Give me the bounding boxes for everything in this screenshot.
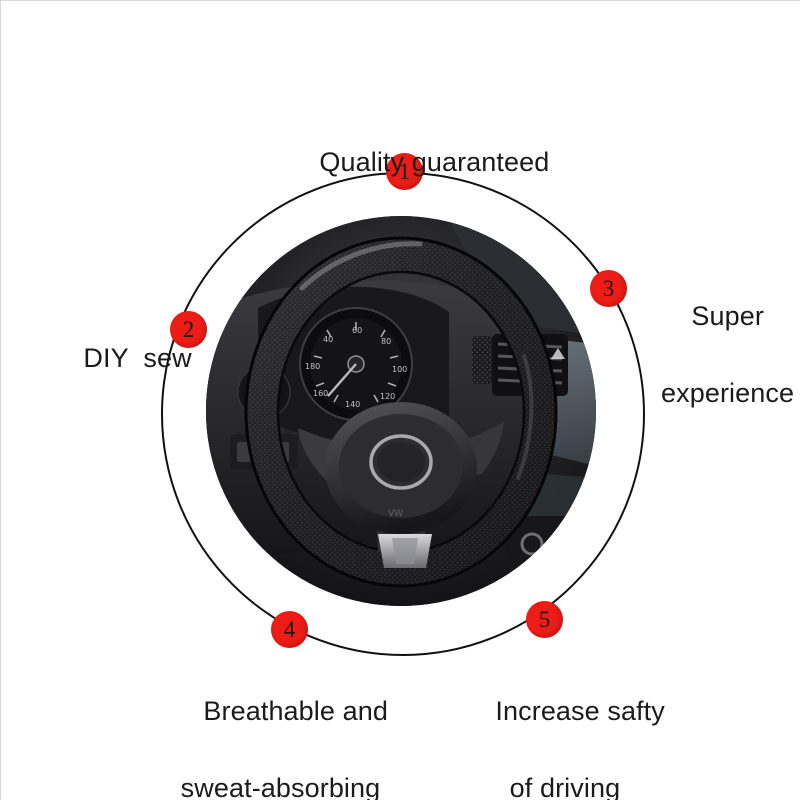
feature-label-5: Increase safty of driving (465, 654, 665, 800)
feature-label-3-line2: experience (661, 377, 795, 408)
steering-wheel-photo-illustration: 40 60 80 100 120 140 160 180 (206, 216, 596, 606)
svg-text:VW: VW (388, 509, 403, 519)
feature-label-4-line2: sweat-absorbing (180, 772, 381, 800)
feature-marker-4[interactable]: 4 (271, 611, 308, 648)
feature-label-2-line1: DIY sew (83, 343, 192, 374)
feature-label-2: DIY sew (53, 301, 192, 416)
feature-label-5-line1: Increase safty (495, 696, 665, 727)
svg-text:160: 160 (313, 389, 328, 398)
feature-label-4-line1: Breathable and (203, 696, 388, 727)
feature-marker-3[interactable]: 3 (590, 270, 627, 307)
svg-text:180: 180 (305, 362, 320, 371)
feature-label-1: Quality guaranteed (289, 105, 549, 220)
feature-label-3-line1: Super (691, 301, 764, 332)
feature-label-5-line2: of driving (509, 772, 621, 800)
feature-marker-1[interactable]: 1 (386, 153, 423, 190)
feature-label-1-line1: Quality guaranteed (319, 147, 550, 178)
feature-label-3: Super experience (661, 259, 794, 489)
product-photo: 40 60 80 100 120 140 160 180 (206, 216, 596, 606)
svg-text:140: 140 (345, 400, 360, 409)
svg-text:100: 100 (392, 365, 407, 374)
feature-marker-2[interactable]: 2 (170, 311, 207, 348)
feature-label-4: Breathable and sweat-absorbing (173, 654, 388, 800)
svg-text:120: 120 (380, 392, 395, 401)
feature-marker-5[interactable]: 5 (526, 601, 563, 638)
svg-text:40: 40 (323, 335, 333, 344)
svg-text:80: 80 (381, 337, 391, 346)
svg-text:60: 60 (352, 326, 362, 335)
